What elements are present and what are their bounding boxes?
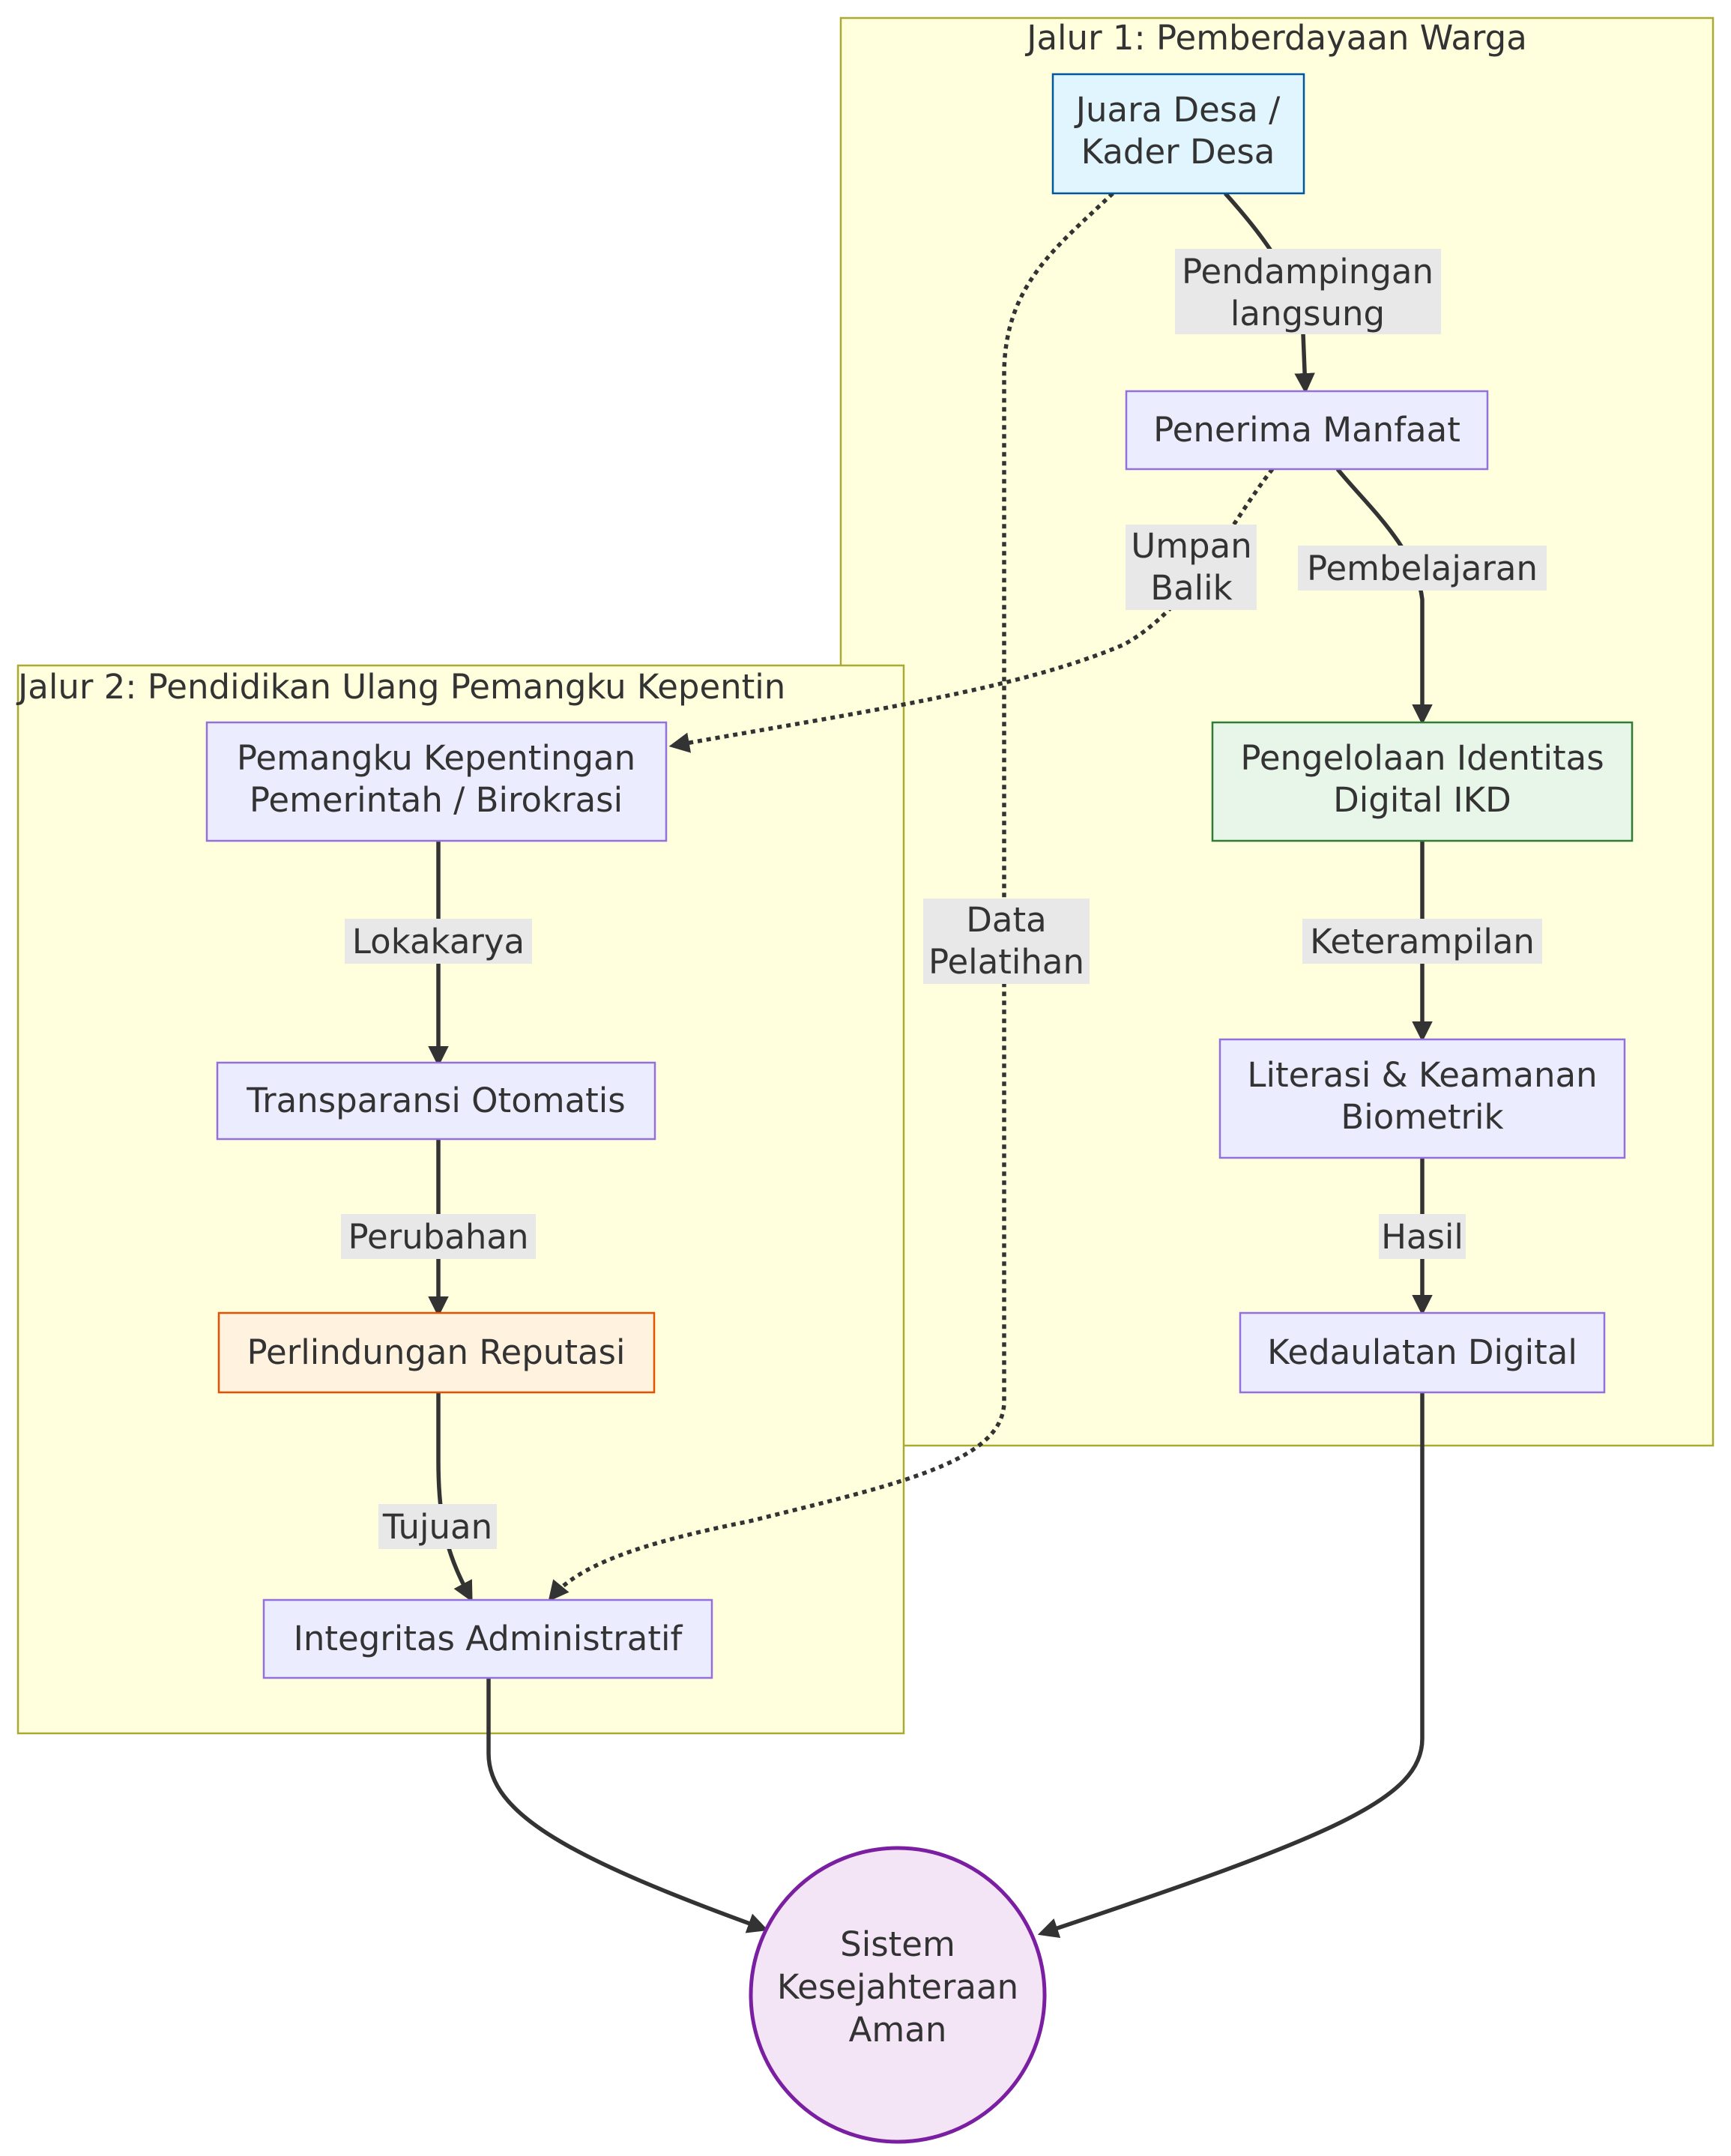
node-pemangku-kepentingan-box[interactable] <box>205 721 668 842</box>
edge-label-umpan-balik-line1: Umpan <box>1131 526 1251 566</box>
node-pemangku-kepentingan-line1: Pemangku Kepentingan <box>237 738 635 778</box>
edge-integritas-sistem <box>486 1679 769 1933</box>
node-pengelolaan-ikd-box[interactable] <box>1211 721 1634 842</box>
svg-text:Juara Desa /Kader Desa: Juara Desa /Kader Desa <box>1074 90 1281 172</box>
node-pengelolaan-ikd-line1: Pengelolaan Identitas <box>1240 738 1604 778</box>
edge-label-pembelajaran: Pembelajaran <box>1298 546 1547 591</box>
edge-label-umpan-balik-line2: Balik <box>1150 568 1233 608</box>
node-juara-desa-box[interactable] <box>1051 73 1305 195</box>
node-literasi-biometrik-line1: Literasi & Keamanan <box>1247 1055 1597 1095</box>
node-integritas-administratif-text: Integritas Administratif <box>294 1619 683 1658</box>
edge-label-data-pelatihan-line2: Pelatihan <box>928 942 1084 982</box>
edge-label-lokakarya: Lokakarya <box>345 919 532 964</box>
node-sistem-line3: Aman <box>849 2010 947 2050</box>
node-juara-desa-line1: Juara Desa / <box>1074 90 1281 130</box>
node-penerima-manfaat-text: Penerima Manfaat <box>1153 410 1460 450</box>
edge-label-hasil: Hasil <box>1379 1214 1466 1259</box>
node-integritas-administratif-box[interactable] <box>262 1598 713 1679</box>
edge-label-hasil-text: Hasil <box>1381 1217 1463 1257</box>
edge-label-tujuan: Tujuan <box>378 1504 497 1549</box>
edge-label-pembelajaran-text: Pembelajaran <box>1307 549 1538 588</box>
node-transparansi-otomatis-box[interactable] <box>216 1061 656 1141</box>
node-kedaulatan-digital-text: Kedaulatan Digital <box>1267 1332 1577 1372</box>
cluster-jalur1-title: Jalur 1: Pemberdayaan Warga <box>1024 18 1527 58</box>
node-literasi-biometrik-line2: Biometrik <box>1341 1097 1503 1137</box>
node-literasi-biometrik-box[interactable] <box>1218 1038 1626 1159</box>
node-integritas-administratif[interactable]: Integritas Administratif <box>262 1598 713 1679</box>
edge-label-lokakarya-text: Lokakarya <box>352 922 525 961</box>
node-kedaulatan-digital[interactable]: Kedaulatan Digital <box>1239 1311 1606 1394</box>
edge-label-pendampingan-line2: langsung <box>1230 294 1385 333</box>
node-sistem-line2: Kesejahteraan <box>777 1967 1018 2007</box>
edge-label-tujuan-text: Tujuan <box>382 1507 492 1547</box>
node-penerima-manfaat-box[interactable] <box>1125 390 1489 471</box>
edge-label-data-pelatihan-line1: Data <box>966 900 1046 940</box>
node-juara-desa-line2: Kader Desa <box>1081 132 1275 172</box>
nodes: Juara Desa /Kader Desa Penerima Manfaat … <box>205 73 1634 2144</box>
node-transparansi-otomatis[interactable]: Transparansi Otomatis <box>216 1061 656 1141</box>
node-perlindungan-reputasi-box[interactable] <box>217 1311 656 1394</box>
edge-label-keterampilan-text: Keterampilan <box>1310 922 1535 961</box>
edge-kedaulatan-sistem <box>1037 1392 1425 1939</box>
node-sistem-kesejahteraan-circle[interactable] <box>749 1846 1047 2144</box>
node-perlindungan-reputasi[interactable]: Perlindungan Reputasi <box>217 1311 656 1394</box>
node-juara-desa[interactable]: Juara Desa /Kader Desa <box>1051 73 1305 195</box>
node-penerima-manfaat[interactable]: Penerima Manfaat <box>1125 390 1489 471</box>
cluster-jalur2: Jalur 2: Pendidikan Ulang Pemangku Kepen… <box>16 664 905 1735</box>
edge-label-perubahan-text: Perubahan <box>348 1217 529 1257</box>
edge-label-keterampilan: Keterampilan <box>1302 919 1542 964</box>
node-pengelolaan-ikd-line2: Digital IKD <box>1333 780 1511 820</box>
node-perlindungan-reputasi-text: Perlindungan Reputasi <box>247 1332 626 1372</box>
node-sistem-line1: Sistem <box>840 1924 955 1964</box>
edge-label-perubahan: Perubahan <box>341 1214 536 1259</box>
edge-label-pendampingan-line1: Pendampingan <box>1182 252 1434 292</box>
node-pemangku-kepentingan-line2: Pemerintah / Birokrasi <box>250 780 623 820</box>
cluster-jalur2-title: Jalur 2: Pendidikan Ulang Pemangku Kepen… <box>16 667 785 707</box>
node-transparansi-otomatis-text: Transparansi Otomatis <box>246 1081 626 1120</box>
node-kedaulatan-digital-box[interactable] <box>1239 1311 1606 1394</box>
edge-juara-integritas <box>548 192 1114 1602</box>
